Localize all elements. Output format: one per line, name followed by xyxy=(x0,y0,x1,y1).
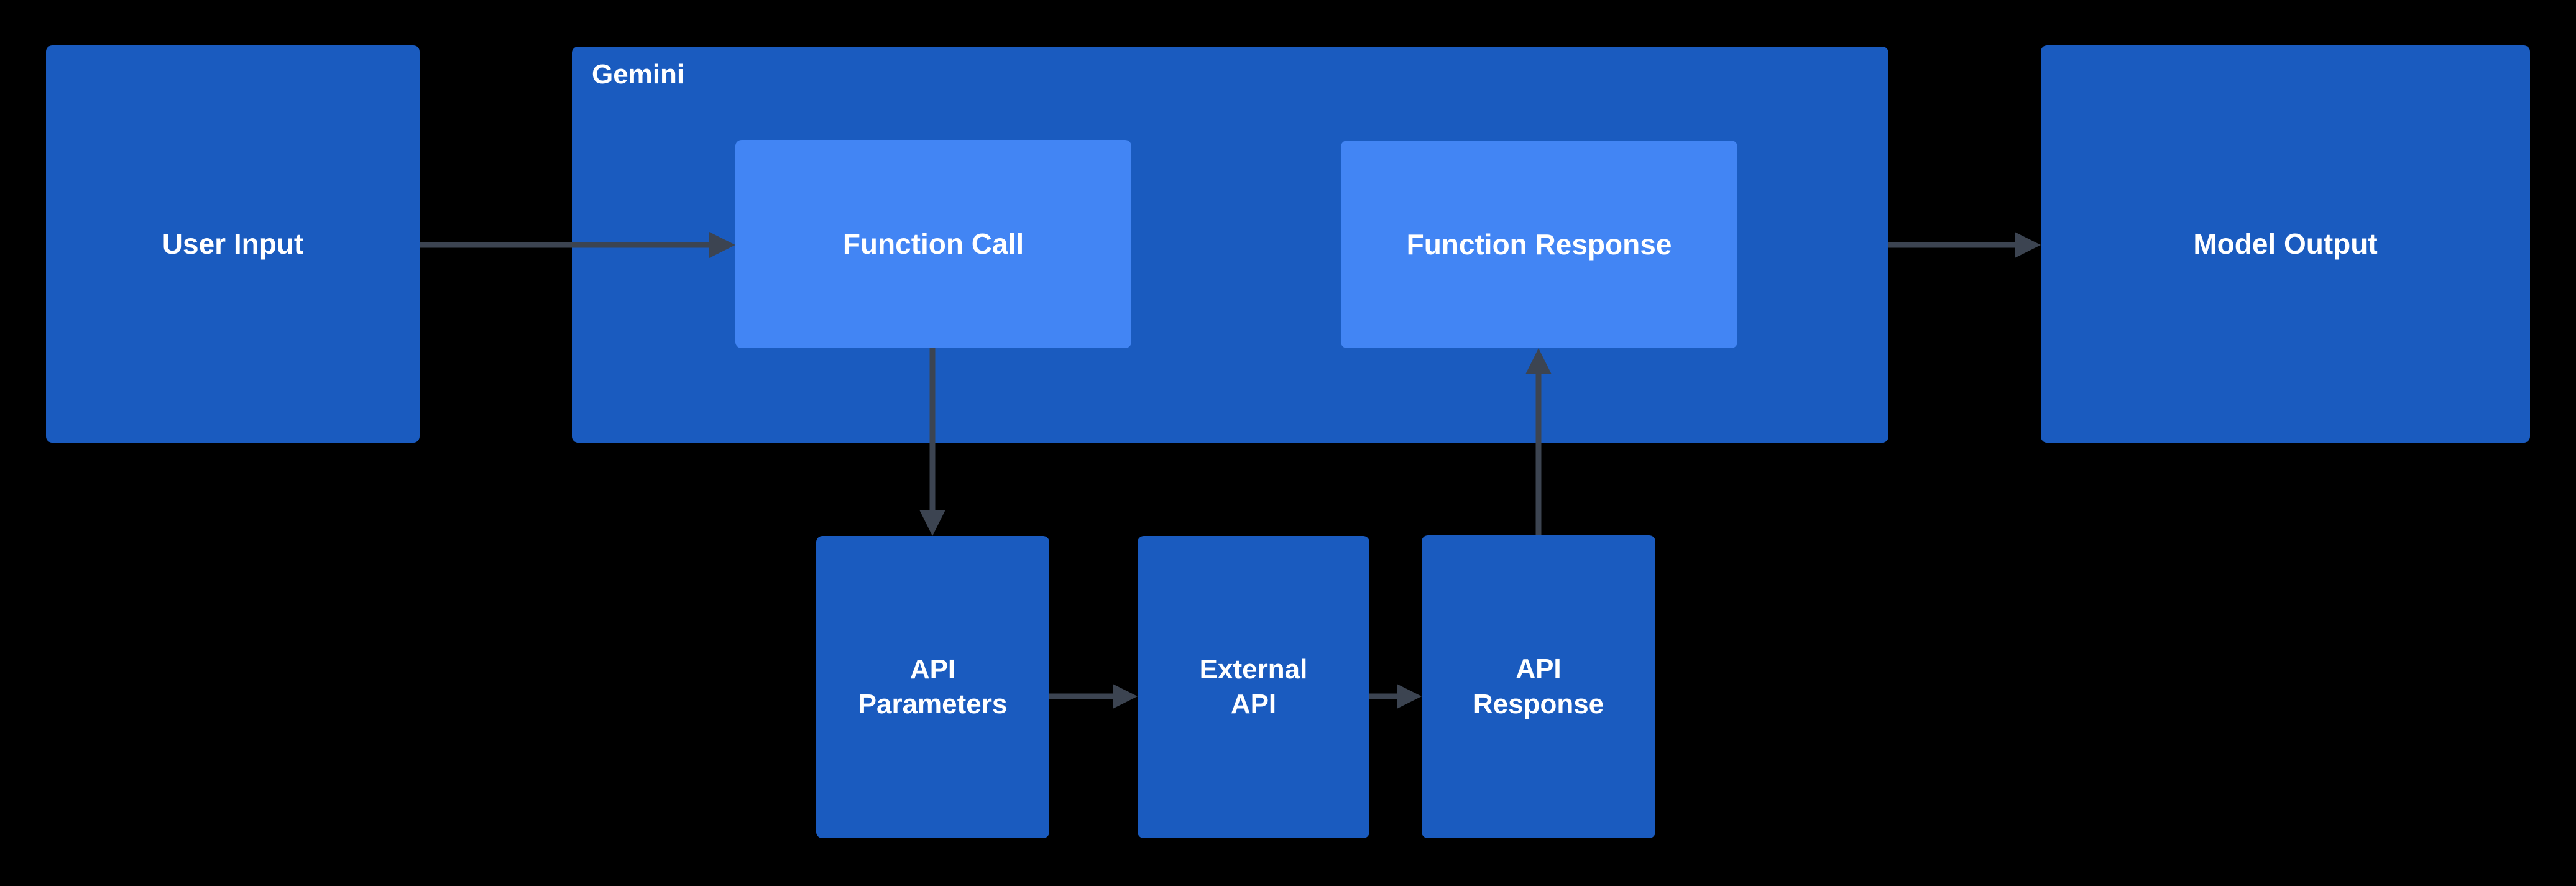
edge-function-response-to-model-output xyxy=(1888,232,2041,258)
node-function-response[interactable]: Function Response xyxy=(1341,141,1737,348)
node-model-output[interactable]: Model Output xyxy=(2041,45,2530,443)
node-user-input[interactable]: User Input xyxy=(46,45,420,443)
edge-api-parameters-to-external-api xyxy=(1049,684,1138,709)
node-function-call[interactable]: Function Call xyxy=(735,140,1131,348)
edge-external-api-to-api-response xyxy=(1369,684,1422,709)
node-api-response[interactable]: API Response xyxy=(1422,535,1655,838)
node-external-api[interactable]: External API xyxy=(1138,536,1369,838)
group-gemini-label: Gemini xyxy=(592,59,685,90)
node-api-parameters[interactable]: API Parameters xyxy=(816,536,1049,838)
